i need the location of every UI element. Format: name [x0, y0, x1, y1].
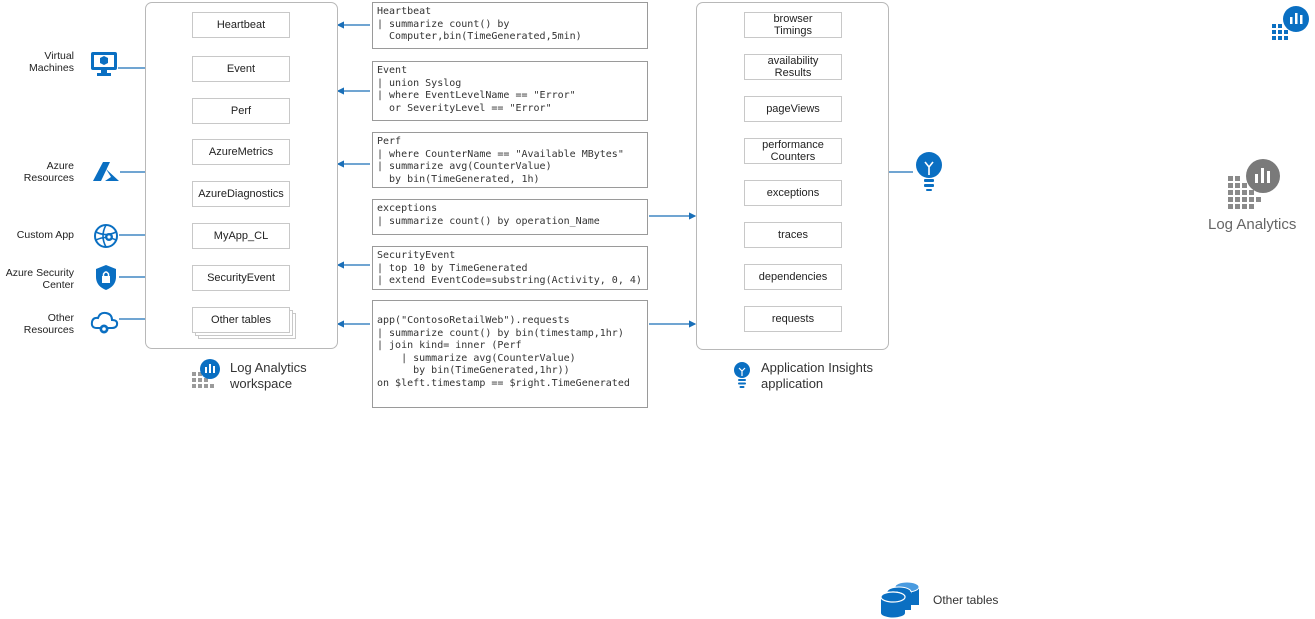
source-label-custom-app: Custom App	[16, 229, 74, 241]
workspace-table[interactable]: Perf	[192, 98, 290, 124]
workspace-table[interactable]: SecurityEvent	[192, 265, 290, 291]
appinsights-table[interactable]: performance Counters	[744, 138, 842, 164]
query-box-cross-app-join: app("ContosoRetailWeb").requests | summa…	[372, 300, 648, 408]
log-analytics-icon	[1272, 6, 1309, 40]
log-analytics-workspace-panel	[145, 2, 338, 349]
appinsights-caption: Application Insights application	[761, 360, 874, 391]
appinsights-table[interactable]: exceptions	[744, 180, 842, 206]
query-box-heartbeat: Heartbeat | summarize count() by Compute…	[372, 2, 648, 49]
globe-gear-icon	[94, 224, 118, 248]
azure-logo-icon	[93, 162, 119, 181]
workspace-table[interactable]: Heartbeat	[192, 12, 290, 38]
workspace-table[interactable]: AzureDiagnostics	[192, 181, 290, 207]
query-box-perf: Perf | where CounterName == "Available M…	[372, 132, 648, 188]
log-analytics-icon	[1228, 159, 1280, 209]
legend-log-analytics-label: Log Analytics	[1208, 216, 1297, 233]
source-label-azure: Azure Resources	[23, 160, 74, 184]
lightbulb-icon	[916, 152, 942, 191]
monitor-icon	[91, 52, 117, 76]
workspace-table-other[interactable]: Other tables	[192, 307, 290, 333]
database-stack-icon	[880, 581, 920, 618]
appinsights-table[interactable]: browser Timings	[744, 12, 842, 38]
source-label-other-resources: Other Resources	[23, 312, 74, 336]
query-box-event: Event | union Syslog | where EventLevelN…	[372, 61, 648, 121]
log-analytics-icon	[192, 359, 220, 388]
workspace-table[interactable]: Event	[192, 56, 290, 82]
source-label-vm: Virtual Machines	[29, 50, 74, 74]
legend-other-tables-label: Other tables	[933, 593, 999, 607]
query-box-security-event: SecurityEvent | top 10 by TimeGenerated …	[372, 246, 648, 290]
source-label-security-center: Azure Security Center	[5, 267, 74, 291]
shield-lock-icon	[96, 265, 116, 290]
appinsights-table[interactable]: traces	[744, 222, 842, 248]
query-box-exceptions: exceptions | summarize count() by operat…	[372, 199, 648, 235]
workspace-table[interactable]: MyApp_CL	[192, 223, 290, 249]
appinsights-table[interactable]: availability Results	[744, 54, 842, 80]
appinsights-table[interactable]: requests	[744, 306, 842, 332]
workspace-table[interactable]: AzureMetrics	[192, 139, 290, 165]
lightbulb-icon	[734, 362, 750, 388]
appinsights-table[interactable]: dependencies	[744, 264, 842, 290]
workspace-caption: Log Analytics workspace	[230, 360, 307, 391]
cloud-gear-icon	[90, 311, 119, 334]
appinsights-table[interactable]: pageViews	[744, 96, 842, 122]
